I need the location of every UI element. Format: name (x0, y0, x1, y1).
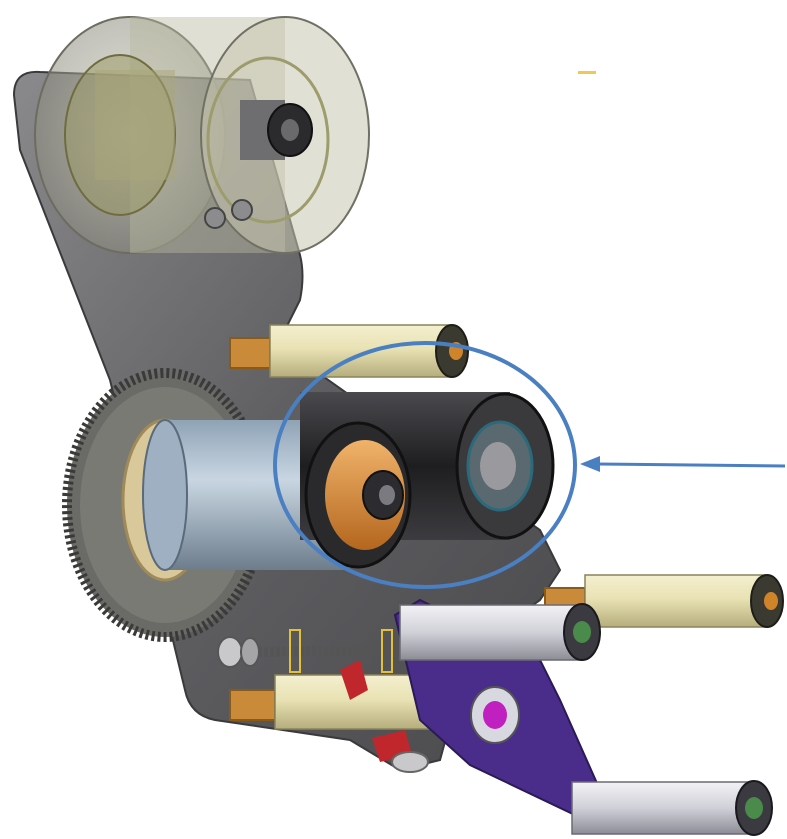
tan-roller-upper (229, 324, 469, 378)
red-lever (340, 660, 429, 773)
spring (217, 629, 393, 673)
small-mark (578, 71, 596, 74)
tan-roller-right (544, 574, 784, 628)
grey-roller-upper (399, 603, 601, 661)
highlighted-roller (300, 392, 555, 569)
callout-circle (273, 341, 577, 589)
callout-arrow (580, 456, 786, 472)
top-spool (34, 16, 370, 254)
grey-roller-lower (571, 780, 773, 836)
